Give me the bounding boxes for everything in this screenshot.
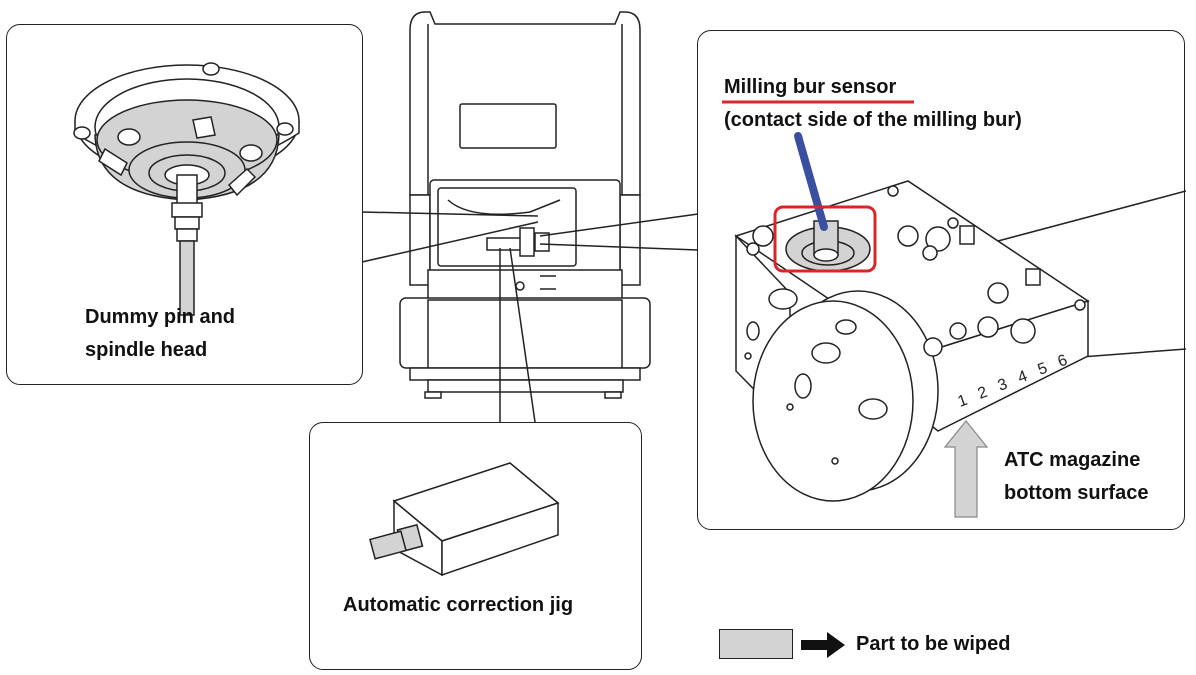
correction-jig-panel: Automatic correction jig xyxy=(309,422,642,670)
atc-label-line1: ATC magazine xyxy=(1004,449,1141,471)
spindle-head-illustration xyxy=(73,62,300,316)
legend: Part to be wiped xyxy=(719,628,1039,662)
legend-label: Part to be wiped xyxy=(856,633,1011,655)
sensor-panel: 1 2 3 4 5 6 Milling bur sensor (contact … xyxy=(697,30,1186,530)
magazine-numbers: 1 2 3 4 5 6 xyxy=(956,352,1070,411)
sensor-title: Milling bur sensor xyxy=(724,76,897,98)
atc-magazine-illustration: 1 2 3 4 5 6 xyxy=(722,100,1186,518)
atc-label: ATC magazine bottom surface xyxy=(1004,444,1148,510)
correction-jig-illustration xyxy=(369,462,560,577)
milling-machine-illustration xyxy=(399,11,651,399)
dummy-pin-panel: Dummy pin and spindle head xyxy=(6,24,363,385)
dummy-pin-label: Dummy pin and spindle head xyxy=(85,301,235,367)
sensor-subtitle: (contact side of the milling bur) xyxy=(724,109,1022,131)
connector-lines xyxy=(361,211,699,423)
dummy-pin-label-line1: Dummy pin and xyxy=(85,306,236,328)
atc-label-line2: bottom surface xyxy=(1004,482,1149,504)
arrow-right-icon xyxy=(801,632,845,658)
legend-swatch xyxy=(719,629,793,659)
dummy-pin-label-line2: spindle head xyxy=(85,339,208,361)
correction-jig-label: Automatic correction jig xyxy=(343,594,574,616)
sensor-label: Milling bur sensor (contact side of the … xyxy=(724,71,1022,137)
